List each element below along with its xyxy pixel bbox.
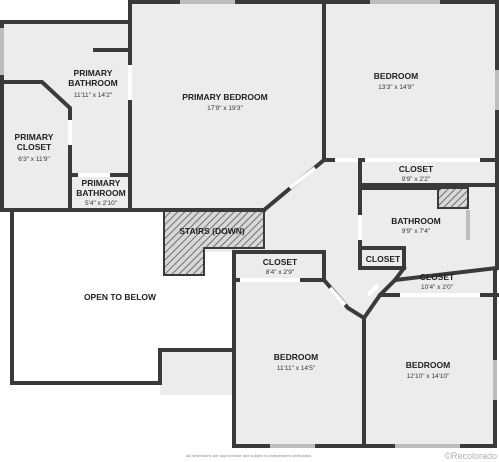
doorway xyxy=(288,166,317,190)
room-dims-primary-bathroom: 11'11" x 14'2" xyxy=(74,92,113,99)
room-label-closet-se: CLOSET xyxy=(420,272,455,282)
room-label-closet-small: CLOSET xyxy=(366,254,401,264)
room-dims-primary-closet: 6'3" x 11'9" xyxy=(18,156,50,163)
room-dims-primary-bathroom-small: 5'4" x 2'10" xyxy=(85,200,118,207)
room-dims-bedroom-ne: 13'3" x 14'9" xyxy=(378,84,414,91)
room-dims-closet-center: 8'4" x 2'9" xyxy=(266,269,295,276)
room-dims-closet-se: 10'4" x 2'0" xyxy=(421,284,454,291)
doorway xyxy=(328,286,347,307)
room-label-stairs: STAIRS (DOWN) xyxy=(179,226,245,236)
room-label-closet-ne: CLOSET xyxy=(399,164,434,174)
room-label-bedroom-ne: BEDROOM xyxy=(374,71,418,81)
room-label-line: PRIMARY xyxy=(74,68,113,78)
room-dims-closet-ne: 9'9" x 2'2" xyxy=(402,176,431,183)
wall xyxy=(0,80,72,212)
room-dims-bathroom: 9'9" x 7'4" xyxy=(402,228,431,235)
room-label-line: CLOSET xyxy=(17,142,52,152)
room-label-line: BATHROOM xyxy=(68,78,117,88)
room-label-open-to-below: OPEN TO BELOW xyxy=(84,292,157,302)
room-dims-bedroom-se: 12'10" x 14'10" xyxy=(407,373,451,380)
room-dims-bedroom-sw: 11'11" x 14'5" xyxy=(277,365,316,372)
open-to-below-area xyxy=(12,210,234,383)
wall xyxy=(377,265,499,298)
exterior-wall-s xyxy=(232,393,366,448)
room-label-primary-bedroom: PRIMARY BEDROOM xyxy=(182,92,267,102)
room-label-bedroom-sw: BEDROOM xyxy=(274,352,318,362)
room-label-line: BATHROOM xyxy=(76,188,125,198)
doorway xyxy=(366,283,380,297)
room-dims-primary-bedroom: 17'9" x 19'3" xyxy=(207,105,243,112)
wall xyxy=(232,250,326,282)
footer-disclaimer: All dimensions are approximate and subje… xyxy=(186,453,312,458)
room-label-line: PRIMARY xyxy=(15,132,54,142)
wall xyxy=(358,246,406,270)
room-label-closet-center: CLOSET xyxy=(263,257,298,267)
brand-watermark: ©Recolorado xyxy=(444,451,497,461)
room-label-bathroom: BATHROOM xyxy=(391,216,440,226)
room-label-bedroom-se: BEDROOM xyxy=(406,360,450,370)
linen-hatch xyxy=(437,187,469,209)
open-below-outline xyxy=(10,208,236,385)
room-label-line: PRIMARY xyxy=(82,178,121,188)
